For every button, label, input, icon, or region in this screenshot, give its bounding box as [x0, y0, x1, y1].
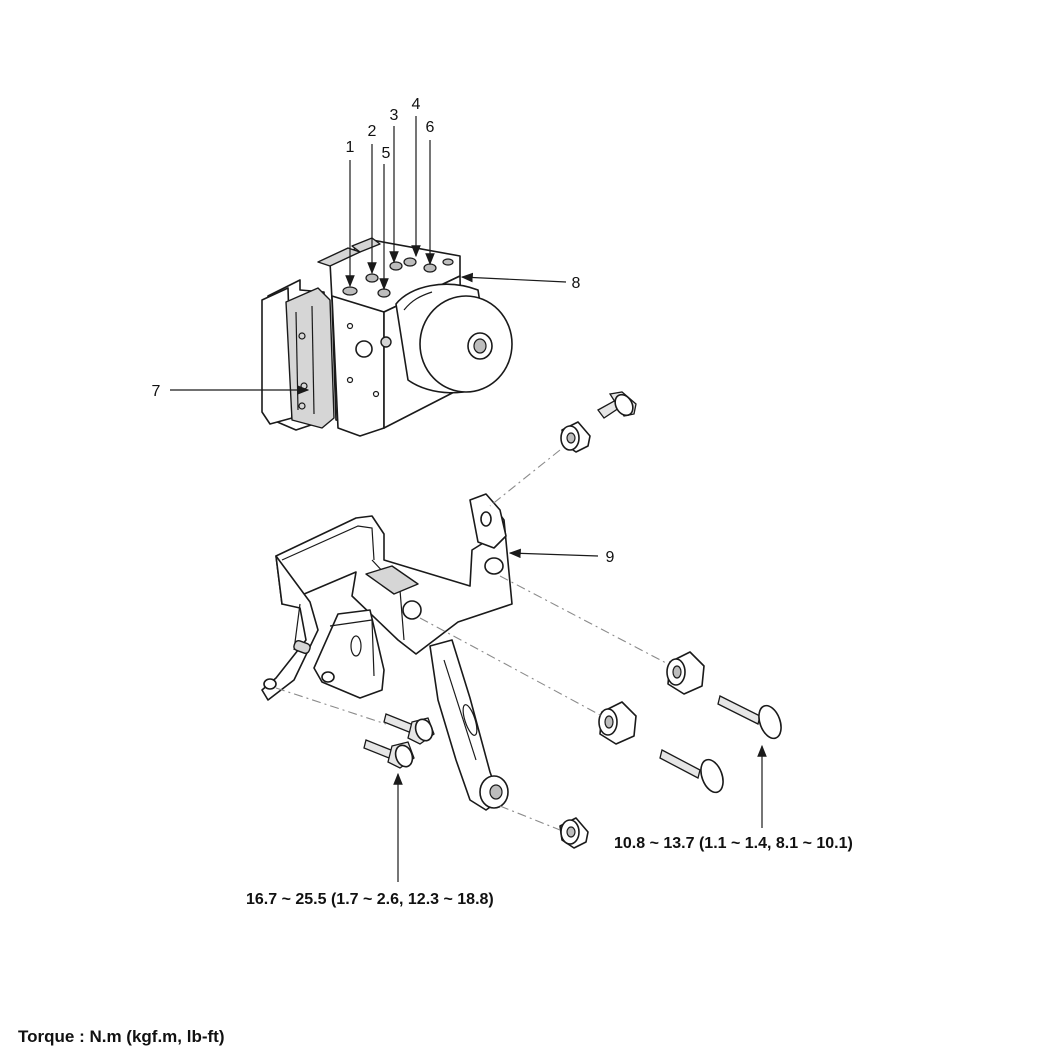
- grommet-top: [560, 421, 591, 453]
- callout-3: 3: [390, 107, 399, 124]
- hydraulic-unit: [261, 237, 513, 437]
- callout-1: 1: [346, 139, 355, 156]
- grommet-bottom: [559, 817, 589, 849]
- pump-motor: [380, 283, 513, 394]
- leader-lines: [170, 116, 767, 882]
- callout-8: 8: [572, 275, 581, 292]
- assembly-lines: [275, 449, 669, 831]
- callout-labels: 1 2 3 4 5 6 7 8 9: [152, 96, 615, 566]
- torque-units-note: Torque : N.m (kgf.m, lb-ft): [18, 1027, 225, 1046]
- bolt-right-lower: [659, 749, 724, 794]
- callout-9: 9: [606, 549, 615, 566]
- bolt-top: [597, 391, 637, 419]
- callout-6: 6: [426, 119, 435, 136]
- callout-4: 4: [412, 96, 421, 113]
- grommet-right-upper: [666, 651, 705, 695]
- callout-7: 7: [152, 383, 161, 400]
- torque-spec-bracket-bolt: 10.8 ~ 13.7 (1.1 ~ 1.4, 8.1 ~ 10.1): [614, 835, 853, 852]
- mounting-bracket: [261, 493, 513, 811]
- callout-5: 5: [382, 145, 391, 162]
- grommet-right-lower: [598, 701, 637, 745]
- callout-2: 2: [368, 123, 377, 140]
- bolt-right-upper: [717, 695, 782, 740]
- hardware: [363, 391, 782, 849]
- flange-bolt-lower: [363, 739, 415, 769]
- torque-spec-mount-bolt: 16.7 ~ 25.5 (1.7 ~ 2.6, 12.3 ~ 18.8): [246, 891, 494, 908]
- flange-bolt-upper: [383, 713, 435, 745]
